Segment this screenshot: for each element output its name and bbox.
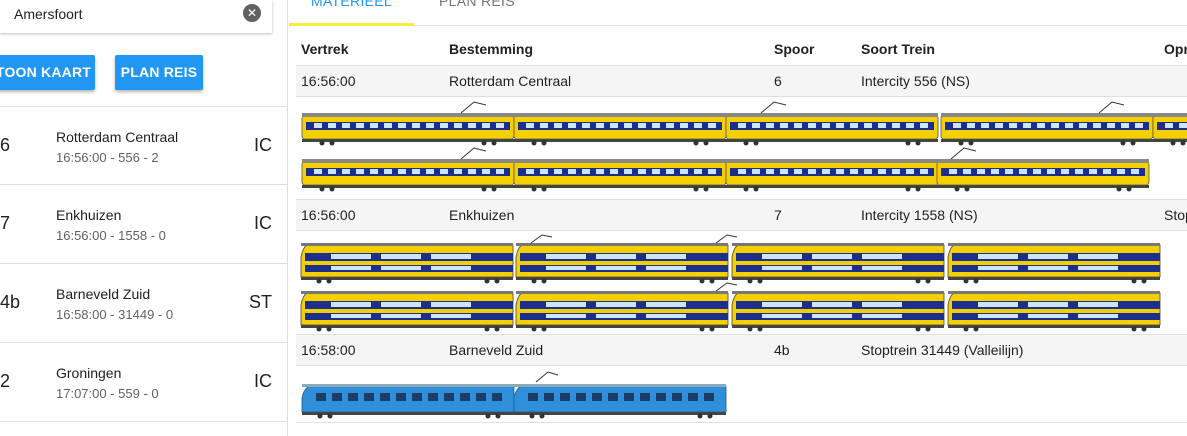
column-header-soort-trein[interactable]: Soort Trein: [861, 41, 935, 57]
departure-list: 6 Rotterdam Centraal 16:56:00 - 556 - 2 …: [0, 106, 287, 422]
cell-spoor: 7: [774, 207, 782, 223]
station-search-value[interactable]: Amersfoort: [14, 6, 83, 22]
clear-icon[interactable]: ✕: [243, 4, 261, 22]
train-composition-row: [296, 97, 1187, 200]
departure-detail: 16:56:00 - 1558 - 0: [56, 228, 166, 243]
column-header-bestemming[interactable]: Bestemming: [449, 41, 534, 57]
departure-detail: 16:58:00 - 31449 - 0: [56, 307, 174, 322]
tab-plan-reis[interactable]: PLAN REIS: [439, 0, 515, 9]
cell-soort-trein: Intercity 556 (NS): [861, 73, 970, 89]
departure-destination: Enkhuizen: [56, 207, 122, 223]
train-composition-row: [296, 366, 1187, 423]
cell-opmerking: Stop: [1164, 207, 1187, 223]
departure-destination: Rotterdam Centraal: [56, 129, 179, 145]
station-search-field[interactable]: Amersfoort ✕: [0, 0, 272, 33]
train-type-badge: IC: [254, 213, 272, 233]
departures-panel: Amersfoort ✕ TOON KAART PLAN REIS 6 Rott…: [0, 0, 288, 436]
materieel-table: Vertrek Bestemming Spoor Soort Trein Opm…: [296, 36, 1187, 423]
cell-spoor: 6: [774, 73, 782, 89]
departure-track: 7: [0, 213, 11, 233]
list-item[interactable]: 6 Rotterdam Centraal 16:56:00 - 556 - 2 …: [0, 106, 287, 185]
cell-vertrek: 16:56:00: [301, 207, 356, 223]
departure-track: 2: [0, 371, 11, 391]
cell-soort-trein: Stoptrein 31449 (Valleilijn): [861, 342, 1024, 358]
cell-vertrek: 16:58:00: [301, 342, 356, 358]
cell-bestemming: Rotterdam Centraal: [449, 73, 572, 89]
virm-train-image: [300, 234, 1161, 332]
departure-destination: Groningen: [56, 365, 122, 381]
table-row[interactable]: 16:58:00 Barneveld Zuid 4b Stoptrein 314…: [296, 335, 1187, 366]
plan-trip-button[interactable]: PLAN REIS: [115, 55, 203, 90]
tab-materieel[interactable]: MATERIEEL: [289, 0, 414, 26]
cell-vertrek: 16:56:00: [301, 73, 356, 89]
train-type-badge: IC: [254, 135, 272, 155]
column-header-spoor[interactable]: Spoor: [774, 41, 815, 57]
departure-destination: Barneveld Zuid: [56, 286, 151, 302]
table-row[interactable]: 16:56:00 Enkhuizen 7 Intercity 1558 (NS)…: [296, 200, 1187, 231]
departure-track: 6: [0, 135, 11, 155]
cell-bestemming: Barneveld Zuid: [449, 342, 544, 358]
column-header-vertrek[interactable]: Vertrek: [301, 41, 349, 57]
list-item[interactable]: 4b Barneveld Zuid 16:58:00 - 31449 - 0 S…: [0, 264, 287, 343]
departure-track: 4b: [0, 292, 21, 312]
list-item[interactable]: 7 Enkhuizen 16:56:00 - 1558 - 0 IC: [0, 185, 287, 264]
table-row[interactable]: 16:56:00 Rotterdam Centraal 6 Intercity …: [296, 66, 1187, 97]
cell-bestemming: Enkhuizen: [449, 207, 515, 223]
intercity-train-image: [301, 101, 1187, 192]
detail-panel: MATERIEEL PLAN REIS Vertrek Bestemming S…: [289, 0, 1187, 436]
departure-detail: 17:07:00 - 559 - 0: [56, 386, 159, 401]
train-type-badge: IC: [254, 371, 272, 391]
tab-bar: MATERIEEL PLAN REIS: [289, 0, 1187, 26]
cell-spoor: 4b: [774, 342, 790, 358]
train-type-badge: ST: [248, 292, 272, 312]
departure-detail: 16:56:00 - 556 - 2: [56, 150, 159, 165]
cell-soort-trein: Intercity 1558 (NS): [861, 207, 978, 223]
table-header: Vertrek Bestemming Spoor Soort Trein Opm: [296, 36, 1187, 66]
list-item[interactable]: 2 Groningen 17:07:00 - 559 - 0 IC: [0, 343, 287, 422]
train-composition-row: [296, 231, 1187, 335]
valleilijn-train-image: [301, 371, 727, 419]
show-map-button[interactable]: TOON KAART: [0, 55, 95, 90]
column-header-opmerking[interactable]: Opm: [1164, 41, 1187, 57]
